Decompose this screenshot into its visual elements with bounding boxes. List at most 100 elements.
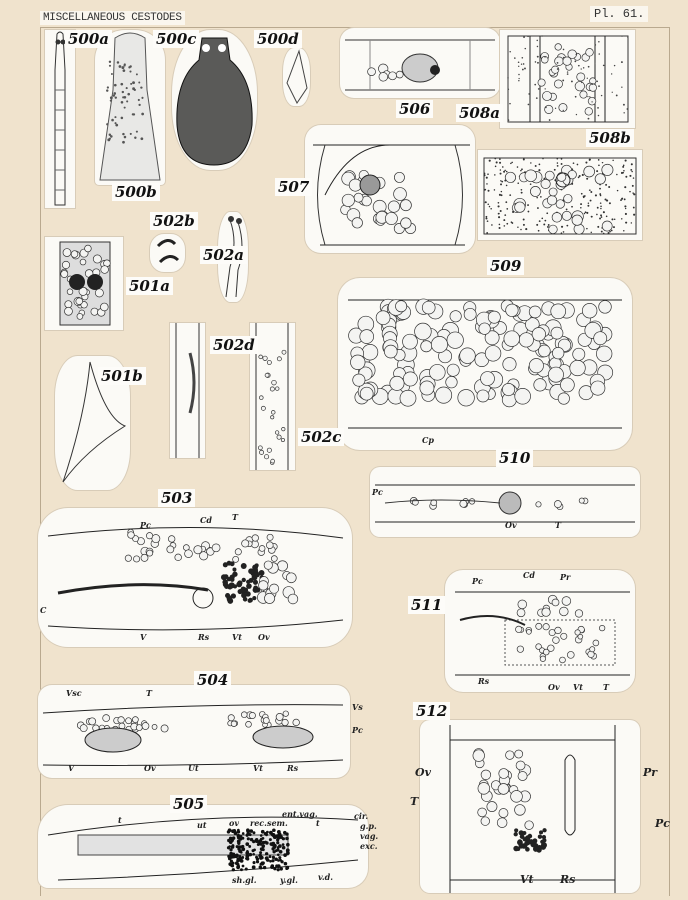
cell [514,749,524,759]
cell [262,717,270,724]
ann-512-t: T [410,795,419,808]
ann-511-t: T [603,682,609,692]
ann-512-vt: Vt [520,873,534,886]
figure-511 [445,570,635,692]
label-507: 507 [275,178,313,196]
cell-pattern [124,528,278,563]
cell [502,382,516,397]
stipple-dot [613,64,616,67]
stipple-dot [560,232,563,234]
stipple-dot [586,77,588,79]
cell [587,96,597,106]
stipple-dot [240,563,247,569]
cell [484,330,500,346]
stipple-dot [500,194,503,197]
cell [133,555,141,563]
cell [402,333,418,350]
stipple-dot [623,169,625,172]
stipple-dot [269,859,272,863]
cell [514,388,531,405]
stipple-dot [241,864,245,868]
stipple-dot [587,95,589,98]
stipple-dot [108,137,111,140]
stipple-dot [241,592,247,599]
stipple-dot [582,67,585,69]
cell [260,405,266,411]
stipple-dot [278,856,282,860]
stipple-dot [140,137,144,141]
ann-510-t: T [555,520,561,530]
figure-506 [340,28,500,98]
stipple-dot [118,65,122,68]
stipple-dot [110,135,113,138]
cell [399,389,417,407]
cell [276,560,289,572]
cell-pattern [515,622,606,664]
cell [125,717,132,725]
stipple-dot [586,177,589,180]
stipple-dot [536,45,539,48]
stipple-dot [622,103,625,106]
stipple-dot [498,226,501,230]
ann-504-v: V [68,763,75,773]
stipple-dot [527,210,530,213]
stipple-dot [252,831,256,835]
stipple-dot [285,836,289,841]
stipple-dot [122,132,125,136]
stipple-dot [271,859,275,863]
stipple-dot [486,220,489,223]
stipple-dot [624,205,627,208]
cell [262,355,268,361]
stipple-dot [581,173,584,177]
cell [259,449,265,455]
cell [480,816,490,826]
cell [266,533,274,541]
stipple-dot [622,165,625,168]
stipple-dot [631,170,633,173]
cell [102,714,110,722]
cell [554,56,564,66]
stipple-dot [562,231,565,233]
stipple-dot [586,227,588,230]
ann-504-rs: Rs [287,763,299,773]
cell [429,364,446,381]
label-502b: 502b [150,212,198,230]
cell [574,609,584,618]
stipple-dot [520,191,523,194]
stipple-dot [258,853,263,858]
stipple-dot [511,161,513,164]
stipple-dot [596,80,598,83]
stipple-dot [580,68,582,70]
stipple-dot [521,57,524,59]
cell [245,720,252,728]
stipple-dot [600,230,603,233]
cell [270,555,278,562]
cell [514,804,526,816]
stipple-dot [265,852,269,856]
cell [211,543,221,553]
stipple-dot [231,836,236,840]
stipple-dot [621,86,623,88]
cell [234,548,242,556]
stipple-dot [560,163,563,165]
spines [106,60,144,144]
stipple-dot [599,193,602,195]
cell [352,373,366,387]
cell [402,371,418,387]
cell [487,310,501,324]
stipple-dot [109,99,113,102]
ann-505-entvag: ent.vag. [282,809,318,819]
stipple-dot [623,112,625,114]
cell [581,303,598,319]
cell [124,554,132,562]
stipple-dot [262,865,267,870]
stipple-dot [541,217,544,220]
stipple-dot [276,853,280,857]
cell [420,340,433,353]
stipple-dot [240,868,243,872]
cell [389,375,405,391]
stipple-dot [253,848,256,852]
cell [353,192,364,203]
stipple-dot [585,161,588,164]
stipple-dot [612,159,614,162]
